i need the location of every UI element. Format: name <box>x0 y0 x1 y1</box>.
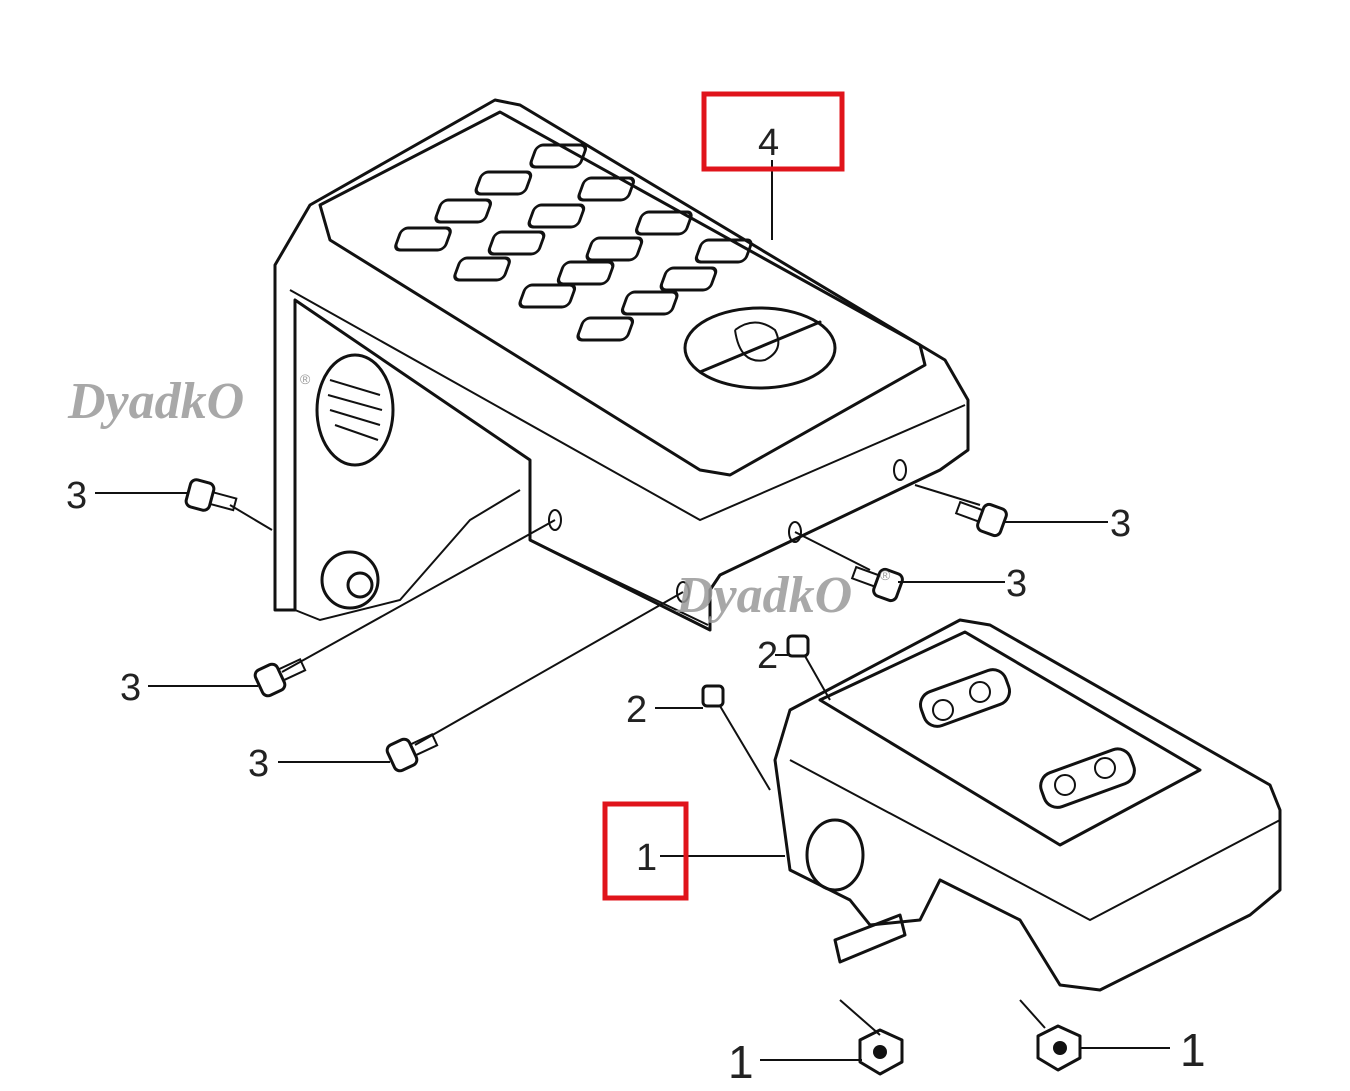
stop-part-2 <box>701 684 725 708</box>
callout-1: 1 <box>728 1036 754 1088</box>
watermark: DyadkO ® <box>67 371 311 430</box>
highlight-box-part-4 <box>701 91 845 172</box>
svg-text:®: ® <box>300 371 311 387</box>
pedal-body-part-1 <box>773 618 1282 992</box>
pivot-housing <box>315 353 395 467</box>
screws-part-3 <box>184 478 1008 773</box>
callout-2: 2 <box>626 689 647 731</box>
watermark: DyadkO ® <box>675 567 891 624</box>
highlight-box-part-1 <box>602 801 689 901</box>
no-hand-symbol-icon <box>683 306 837 390</box>
callout-1: 1 <box>1180 1024 1206 1076</box>
svg-text:DyadkO: DyadkO <box>675 567 852 624</box>
svg-text:®: ® <box>880 567 891 583</box>
pedal-cover-part-4 <box>273 98 970 632</box>
callout-3: 3 <box>66 475 87 517</box>
callout-3: 3 <box>1006 563 1027 605</box>
grip-pads <box>394 143 753 342</box>
leader-lines <box>95 160 1170 1061</box>
stop-part-2 <box>786 634 810 658</box>
callout-3: 3 <box>120 667 141 709</box>
callout-3: 3 <box>248 743 269 785</box>
callout-1: 1 <box>636 837 657 879</box>
callout-3: 3 <box>1110 503 1131 545</box>
callout-4: 4 <box>758 122 779 164</box>
nuts <box>858 1024 1082 1076</box>
svg-text:DyadkO: DyadkO <box>67 373 244 430</box>
callout-2: 2 <box>757 635 778 677</box>
